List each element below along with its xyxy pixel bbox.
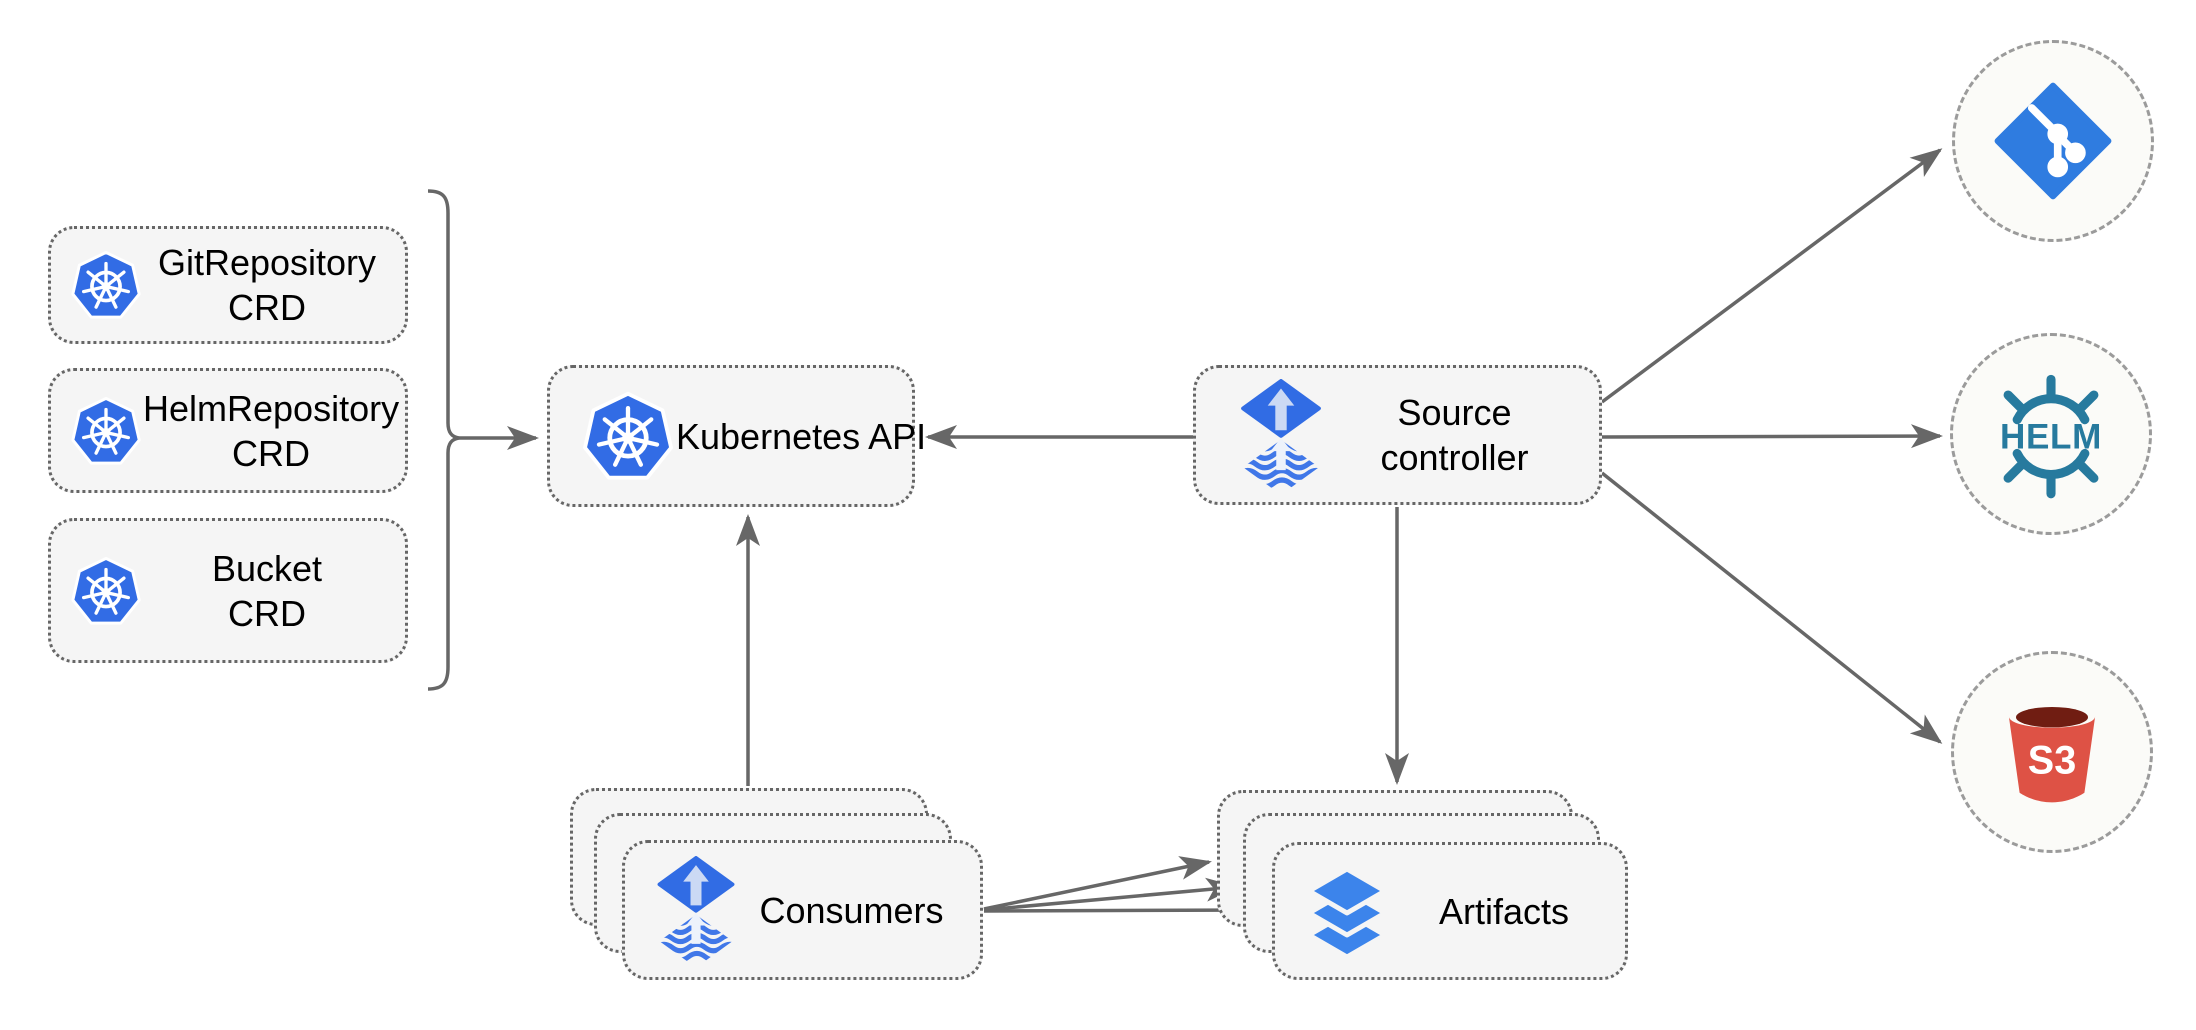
- node-label: Bucket: [211, 547, 323, 589]
- edge-source-controller-to-git: [1600, 148, 1943, 404]
- s3-logo-text: S3: [2028, 739, 2076, 783]
- node-label: Artifacts: [1438, 890, 1570, 932]
- node-helmrepository-crd: HelmRepository CRD: [48, 368, 408, 493]
- node-gitrepository-crd: GitRepository CRD: [48, 226, 408, 344]
- node-consumers: Consumers: [622, 840, 983, 980]
- edge-source-controller-to-s3: [1600, 471, 1943, 744]
- node-kubernetes-api: Kubernetes API: [547, 365, 926, 507]
- node-sublabel: CRD: [232, 432, 311, 474]
- node-label: HelmRepository: [143, 387, 400, 429]
- kubernetes-icon: [69, 248, 143, 322]
- node-sublabel: CRD: [228, 592, 306, 634]
- kubernetes-icon: [580, 388, 676, 484]
- helm-logo-text: HELM: [2000, 417, 2102, 456]
- node-bucket-crd: Bucket CRD: [48, 518, 408, 663]
- edge-consumers-to-artifacts-back: [983, 856, 1212, 911]
- layers-icon: [1297, 859, 1397, 963]
- endpoint-helm: HELM: [1950, 333, 2152, 535]
- edge-source-controller-to-helm: [1601, 424, 1943, 449]
- kubernetes-icon: [69, 394, 143, 468]
- flux-icon: [655, 856, 737, 964]
- node-sublabel: CRD: [228, 287, 306, 328]
- node-label: Kubernetes API: [676, 415, 927, 457]
- endpoint-s3: S3: [1951, 651, 2153, 853]
- endpoint-git: [1952, 40, 2154, 242]
- helm-icon: HELM: [1986, 369, 2116, 499]
- node-label: Source: [1397, 392, 1512, 433]
- node-sublabel: controller: [1380, 437, 1529, 478]
- node-label: Consumers: [759, 889, 944, 931]
- node-source-controller: Source controller: [1193, 365, 1602, 505]
- s3-bucket-icon: S3: [1992, 692, 2112, 812]
- node-artifacts: Artifacts: [1272, 842, 1628, 980]
- edge-consumers-to-artifacts-middle: [983, 877, 1238, 912]
- flux-icon: [1238, 379, 1324, 491]
- git-icon: [1994, 82, 2112, 200]
- node-label: GitRepository: [157, 242, 377, 283]
- crd-group-bracket: [427, 189, 460, 691]
- kubernetes-icon: [69, 554, 143, 628]
